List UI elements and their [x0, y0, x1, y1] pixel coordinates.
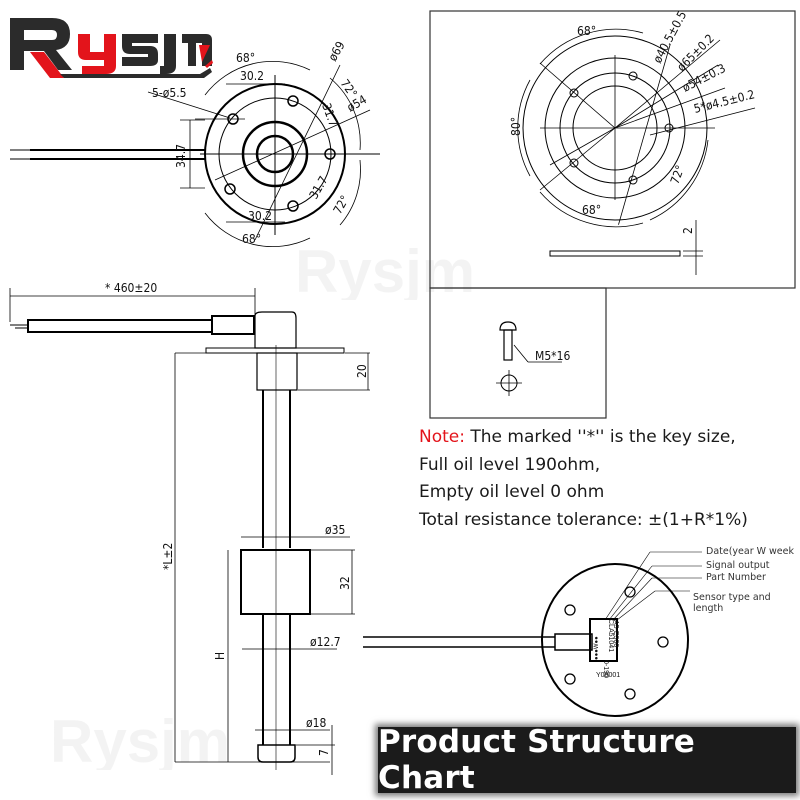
callout-part-number: Part Number — [706, 572, 766, 583]
chord-right-bottom-label: 31.7 — [306, 174, 330, 202]
hole-spec-label: 5-ø5.5 — [152, 86, 187, 100]
gasket-angle-top-label: 68° — [577, 24, 596, 38]
serial-number: Y00001 — [596, 672, 620, 679]
foot-diameter-label: ø18 — [306, 716, 326, 730]
width-label: 34.7 — [174, 144, 188, 168]
callout-date: Date(year W week — [706, 546, 795, 557]
screw-spec-label: M5*16 — [535, 349, 570, 363]
head-height-label: 20 — [355, 364, 369, 378]
gasket-angle-bottom-label: 68° — [582, 203, 601, 217]
gasket-view-drawing: 68° ø40.5±0.5 ø65±0.2 ø54±0.3 5*ø4.5±0.2… — [429, 10, 796, 289]
note-line-1: Note: The marked ''*'' is the key size, — [419, 427, 736, 447]
svg-text:Rysjm: Rysjm — [295, 240, 475, 300]
gasket-angle-right-label: 72° — [668, 163, 688, 186]
note-label: Note: — [419, 427, 465, 447]
title-banner: Product Structure Chart — [378, 724, 796, 796]
chord-top-label: 30.2 — [240, 69, 264, 83]
label-line-symbols: ●●●W●● — [594, 636, 600, 660]
side-view-drawing: * 460±20 20 *L±2 ø35 32 H ø12.7 ø18 7 — [9, 281, 370, 775]
float-height-label: 32 — [338, 576, 352, 590]
gasket-angle-left-label: 80° — [509, 117, 523, 136]
logo-mark — [10, 18, 213, 78]
float-position-label: H — [213, 652, 227, 660]
watermark-logo: Rysjm — [295, 240, 475, 300]
float-diameter-label: ø35 — [325, 523, 345, 537]
foot-height-label: 7 — [317, 749, 331, 756]
chord-bottom-label: 30.2 — [248, 209, 272, 223]
gasket-holes-label: 5*ø4.5±0.2 — [692, 87, 756, 116]
gasket-thickness-label: 2 — [681, 227, 695, 234]
label-view-drawing: ●●●W●● 0-190 CLA51041 A5-E300 Y00001 — [363, 551, 702, 717]
angle-top-label: 68° — [236, 51, 255, 65]
note-block: Note: The marked ''*'' is the key size, … — [419, 424, 799, 534]
flange-outline — [10, 61, 380, 247]
callout-signal: Signal output — [706, 560, 770, 571]
label-line-range: 0-190 — [602, 660, 609, 678]
note-line-3: Empty oil level 0 ohm — [419, 482, 605, 502]
cable-length-label: * 460±20 — [105, 281, 157, 295]
screw-icon — [496, 321, 562, 396]
pcd-outer-label: ø69 — [325, 40, 347, 64]
brand-logo — [10, 18, 213, 78]
watermark-logo: Rysjm — [50, 710, 230, 770]
note-line-2: Full oil level 190ohm, — [419, 454, 601, 475]
callout-sensor-type: Sensor type and length — [693, 592, 771, 614]
svg-text:Rysjm: Rysjm — [50, 710, 230, 770]
label-line-type: A5-E300 — [612, 620, 619, 647]
angle-bottom-label: 68° — [242, 232, 261, 246]
top-view-drawing: 68° 30.2 5-ø5.5 ø69 ø54 72° 31.7 34.7 31… — [10, 40, 380, 247]
note-line-4: Total resistance tolerance: ±(1+R*1%) — [419, 509, 748, 530]
screw-view-drawing: M5*16 — [429, 287, 607, 419]
chart-title: Product Structure Chart — [378, 724, 696, 796]
label-line-part: CLA51041 — [607, 619, 614, 652]
tube-diameter-label: ø12.7 — [310, 635, 341, 649]
total-length-label: *L±2 — [161, 543, 175, 570]
